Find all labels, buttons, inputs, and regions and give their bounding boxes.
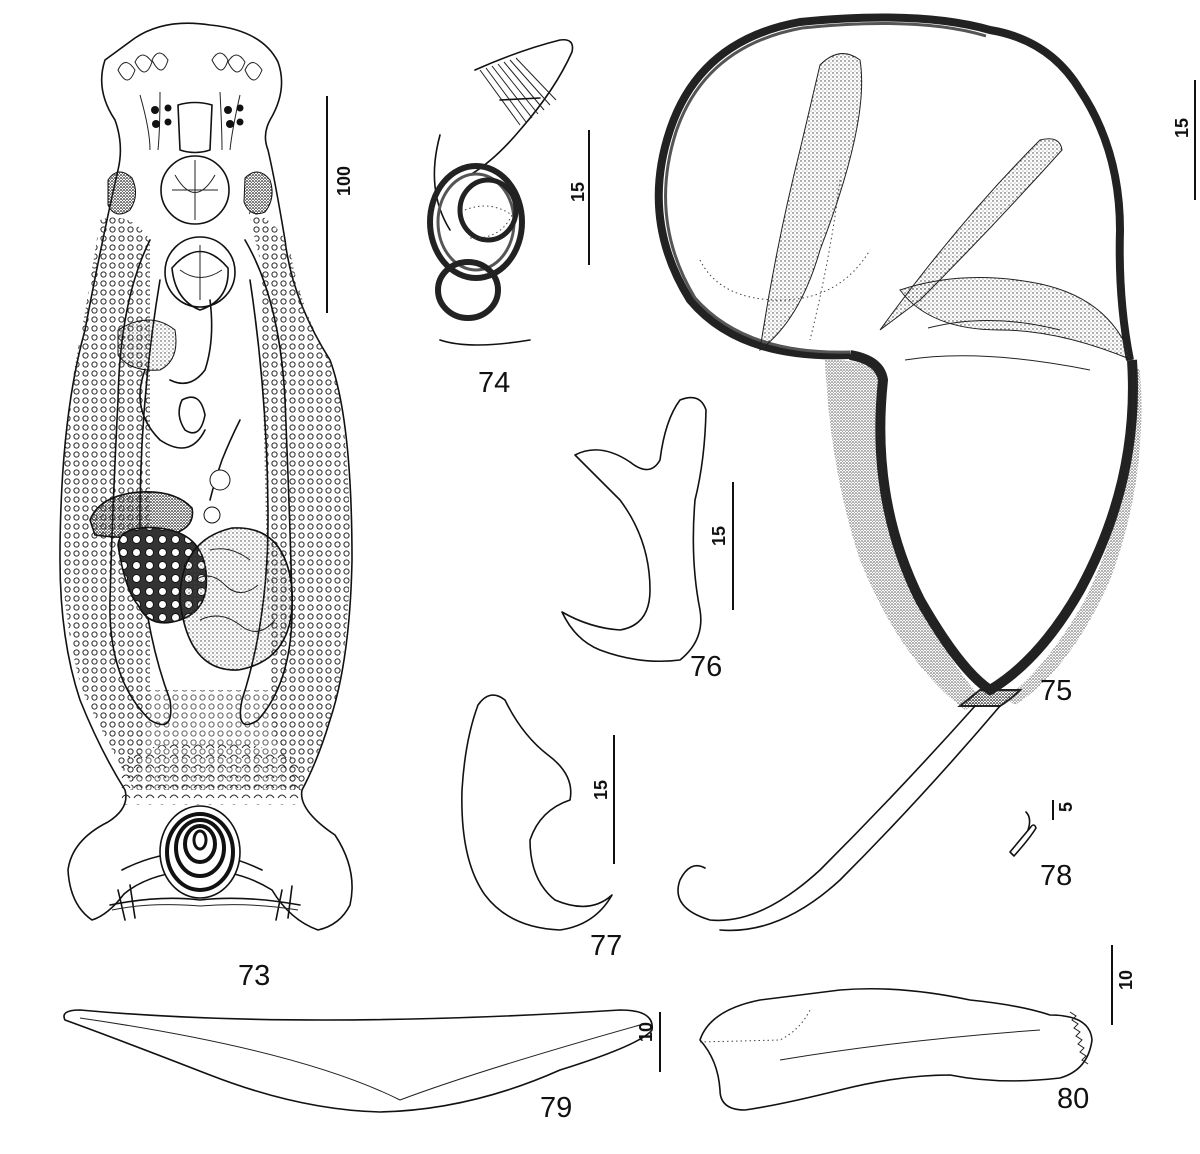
- figure-73-whole-worm: 73 100: [59, 22, 354, 992]
- scale-label-80: 10: [1116, 970, 1136, 990]
- figure-label-74: 74: [478, 367, 510, 399]
- figure-78-hooklet: 78 5: [1009, 800, 1076, 892]
- figure-label-76: 76: [690, 651, 722, 683]
- scale-label-76: 15: [709, 526, 729, 546]
- figure-label-80: 80: [1057, 1083, 1089, 1115]
- figure-label-73: 73: [238, 960, 270, 992]
- copulatory-organ: [117, 236, 236, 449]
- figure-79-bar: 79 10: [63, 1009, 661, 1124]
- figure-74-cirrus: 74 15: [427, 38, 590, 399]
- figure-label-75: 75: [1040, 675, 1072, 707]
- scale-label-74: 15: [568, 182, 588, 202]
- figure-75-vagina: 75 15: [654, 13, 1196, 932]
- scale-label-73: 100: [334, 166, 354, 196]
- scale-label-78: 5: [1056, 802, 1076, 812]
- scale-label-75: 15: [1172, 118, 1192, 138]
- scale-label-77: 15: [591, 780, 611, 800]
- figure-label-78: 78: [1040, 860, 1072, 892]
- head-organs: [107, 52, 273, 225]
- scale-label-79: 10: [636, 1022, 656, 1042]
- figure-77-anchor: 77 15: [461, 694, 622, 962]
- figure-76-anchor: 76 15: [561, 396, 734, 683]
- figure-label-79: 79: [540, 1092, 572, 1124]
- figure-label-77: 77: [590, 930, 622, 962]
- figure-80-bar: 80 10: [699, 945, 1136, 1115]
- haptor: [109, 805, 301, 921]
- reproductive-organs: [89, 419, 294, 671]
